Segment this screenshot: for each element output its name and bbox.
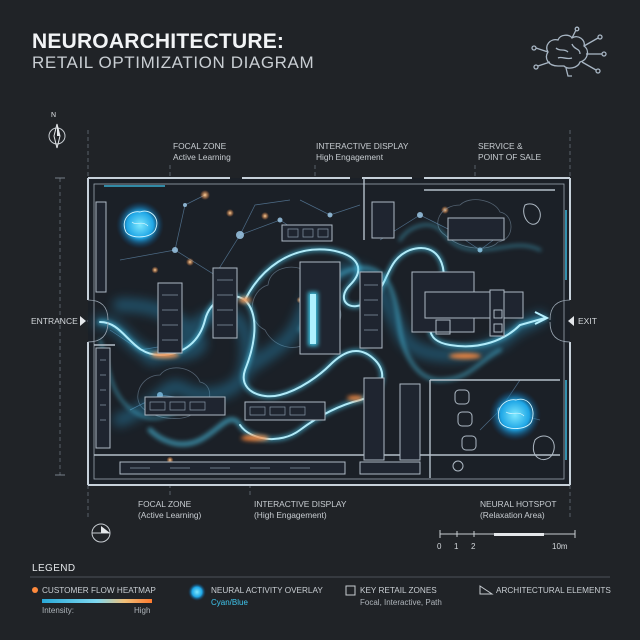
legend-heatmap-low: Intensity: bbox=[42, 606, 75, 615]
legend-heatmap-high: High bbox=[134, 606, 151, 615]
brain-circuit-icon bbox=[531, 26, 607, 77]
top-label-focal-zone-sub: Active Learning bbox=[173, 151, 231, 162]
bottom-label-hotspot-title: NEURAL HOTSPOT bbox=[480, 499, 557, 509]
scale-tick-0: 0 bbox=[437, 542, 442, 551]
scale-tick-2: 2 bbox=[471, 542, 476, 551]
diagram-subtitle: RETAIL OPTIMIZATION DIAGRAM bbox=[32, 53, 315, 72]
legend-arch-label: ARCHITECTURAL ELEMENTS bbox=[496, 586, 611, 595]
legend-neural-label: NEURAL ACTIVITY OVERLAY bbox=[211, 586, 323, 595]
neural-activity-brain-right bbox=[489, 389, 541, 441]
bottom-label-focal-zone: FOCAL ZONE (Active Learning) bbox=[138, 499, 201, 520]
bottom-label-interactive-display: INTERACTIVE DISPLAY (High Engagement) bbox=[254, 499, 346, 520]
bottom-label-neural-hotspot: NEURAL HOTSPOT (Relaxation Area) bbox=[480, 499, 556, 520]
top-label-service-sub: POINT OF SALE bbox=[478, 151, 542, 162]
legend-heatmap-label: CUSTOMER FLOW HEATMAP bbox=[42, 586, 156, 595]
top-label-interactive-title: INTERACTIVE DISPLAY bbox=[316, 141, 409, 151]
neural-activity-brain-left bbox=[116, 201, 164, 249]
legend-neural-sub: Cyan/Blue bbox=[211, 598, 248, 607]
bottom-label-focal-title: FOCAL ZONE bbox=[138, 499, 192, 509]
north-label: N bbox=[51, 112, 57, 119]
exit-label: EXIT bbox=[578, 316, 597, 326]
bottom-label-hotspot-sub: (Relaxation Area) bbox=[480, 509, 545, 520]
scale-end: 10m bbox=[552, 542, 568, 551]
bottom-label-interactive-sub: (High Engagement) bbox=[254, 509, 327, 520]
diagram-title: NEUROARCHITECTURE: bbox=[32, 30, 285, 53]
top-label-focal-zone-title: FOCAL ZONE bbox=[173, 141, 227, 151]
top-label-service-pos: SERVICE & POINT OF SALE bbox=[478, 141, 541, 162]
direction-marker-icon bbox=[91, 523, 111, 543]
entrance-label: ENTRANCE bbox=[31, 316, 78, 326]
scale-tick-1: 1 bbox=[454, 542, 459, 551]
legend-zones-label: KEY RETAIL ZONES bbox=[360, 586, 437, 595]
top-label-focal-zone: FOCAL ZONE Active Learning bbox=[173, 141, 231, 162]
top-label-interactive-sub: High Engagement bbox=[316, 151, 384, 162]
legend-title: LEGEND bbox=[32, 563, 76, 574]
top-label-interactive-display: INTERACTIVE DISPLAY High Engagement bbox=[316, 141, 408, 162]
legend-zones-sub: Focal, Interactive, Path bbox=[360, 598, 442, 607]
north-arrow-icon bbox=[48, 123, 66, 149]
top-label-service-title: SERVICE & bbox=[478, 141, 523, 151]
bottom-label-interactive-title: INTERACTIVE DISPLAY bbox=[254, 499, 347, 509]
bottom-label-focal-sub: (Active Learning) bbox=[138, 509, 202, 520]
